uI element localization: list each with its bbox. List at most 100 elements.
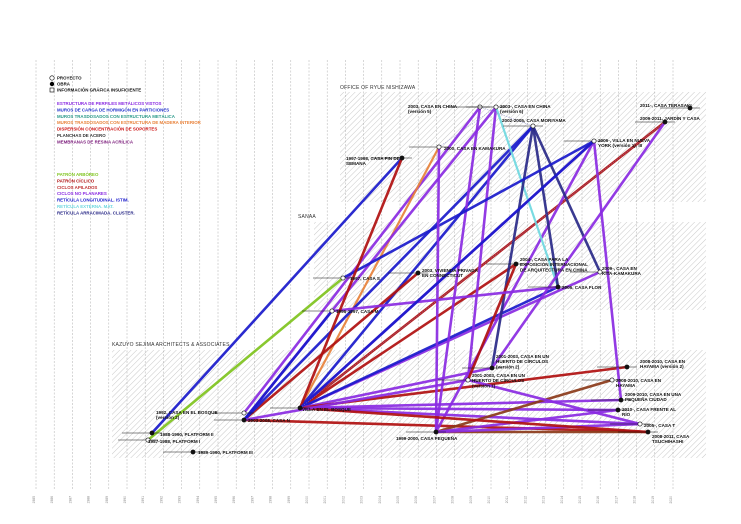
legend-item: DISPERSIÓN CONCENTRACIÓN DE SOPORTES [57,127,157,132]
project-node[interactable] [493,104,499,110]
project-node[interactable] [687,105,693,111]
year-label: 1988 [87,496,91,504]
legend-item: MUROS DE CARGA DE HORMIGÓN EN PARTICIONE… [57,107,169,112]
project-label: 2011-, CASA TERASAKI [640,103,692,108]
connection-line [298,156,404,410]
connection-line [298,285,560,410]
project-node[interactable] [149,430,155,436]
connection-line [298,406,650,434]
year-label: 1986 [50,496,54,504]
project-label: 1989-1990, PLATFORM III [198,450,253,455]
project-label: 2002-2005, CASA MORIYAMA [502,118,566,123]
year-label: 2000 [305,496,309,504]
project-node[interactable] [433,429,439,435]
project-node[interactable] [615,407,621,413]
project-label: 2003-2008, CASA N [248,418,291,423]
project-node[interactable] [415,270,421,276]
project-node[interactable] [297,405,303,411]
project-node[interactable] [241,410,247,416]
project-node[interactable] [465,377,471,383]
project-node[interactable] [489,365,495,371]
year-label: 2009 [469,496,473,504]
auxiliary-link [438,106,497,148]
year-label: 2019 [651,496,655,504]
year-label: 2004 [378,496,382,504]
project-node[interactable] [618,397,624,403]
project-node[interactable] [637,421,643,427]
connection-line [242,378,470,422]
proyecto-marker-icon [49,75,55,81]
legend-item: PATRÓN ARBÓREO [57,172,99,177]
connection-line [531,124,560,289]
connection-line [434,105,482,434]
project-node[interactable] [555,284,561,290]
project-node[interactable] [513,261,519,267]
project-node[interactable] [645,429,651,435]
legend-item: MEMBRANAS DE RESINA ACRÍLICA [57,139,134,144]
project-node[interactable] [145,437,151,443]
year-label: 2015 [578,496,582,504]
connection-line [494,105,560,289]
legend-markers: PROYECTO OBRA INFORMACIÓN GRÁFICA INSUFI… [49,75,141,93]
project-node[interactable] [591,138,597,144]
project-node[interactable] [530,123,536,129]
year-label: 2007 [432,496,436,504]
legend-proyecto: PROYECTO [57,76,82,81]
project-label: 1992, CASA EN EL BOSQUE(versión 2) [156,410,218,420]
connection-line [330,285,560,313]
year-label: 2003 [360,496,364,504]
project-node[interactable] [329,308,335,314]
year-label: 1995 [214,496,218,504]
year-label: 1991 [141,496,145,504]
year-label: 2017 [614,496,618,504]
connection-line [298,406,620,412]
legend-item: CICLOS APILADOS [57,185,97,190]
year-label: 1997 [250,496,254,504]
project-node[interactable] [399,155,405,161]
connection-line [298,262,518,410]
connection-line [242,271,420,422]
project-node[interactable] [241,417,247,423]
project-node[interactable] [340,275,346,281]
band-title-sanaa: SANAA [298,214,316,220]
legend-item: CICLOS NO PLANARES [57,191,107,196]
year-label: 2014 [560,496,564,504]
connection-line [466,378,642,426]
year-label: 1990 [123,496,127,504]
year-label: 1989 [105,496,109,504]
project-node[interactable] [662,119,668,125]
auxiliary-link [479,106,534,127]
connection-line [490,124,535,370]
project-node[interactable] [436,144,442,150]
year-label: 2016 [596,496,600,504]
year-label: 1996 [232,496,236,504]
project-node[interactable] [609,377,615,383]
year-label: 2008 [451,496,455,504]
year-label: 1999 [287,496,291,504]
year-label: 1987 [68,496,72,504]
legend-item: ESTRUCTURA DE PERFILES METÁLICOS VISTOS [57,101,161,106]
legend-item: MUROS TRASDOSADOS CON ESTRUCTURA DE MADE… [57,120,202,125]
legend-item: PLANCHAS DE ACERO [57,133,106,138]
legend-item: RETÍCULA ARRACIMADA. CLUSTER. [57,210,135,215]
project-label: 2006, CASA FLOR [562,285,602,290]
project-label: 2005-, CASA T [644,423,675,428]
project-node[interactable] [190,449,196,455]
connection-line [434,408,620,434]
project-node[interactable] [624,364,630,370]
project-label: 1997, CASA S [350,276,380,281]
year-label: 1994 [196,496,200,504]
project-node[interactable] [597,269,603,275]
connection-line [298,124,535,410]
year-label: 2010 [487,496,491,504]
connection-line [242,418,650,434]
year-label: 2020 [669,496,673,504]
